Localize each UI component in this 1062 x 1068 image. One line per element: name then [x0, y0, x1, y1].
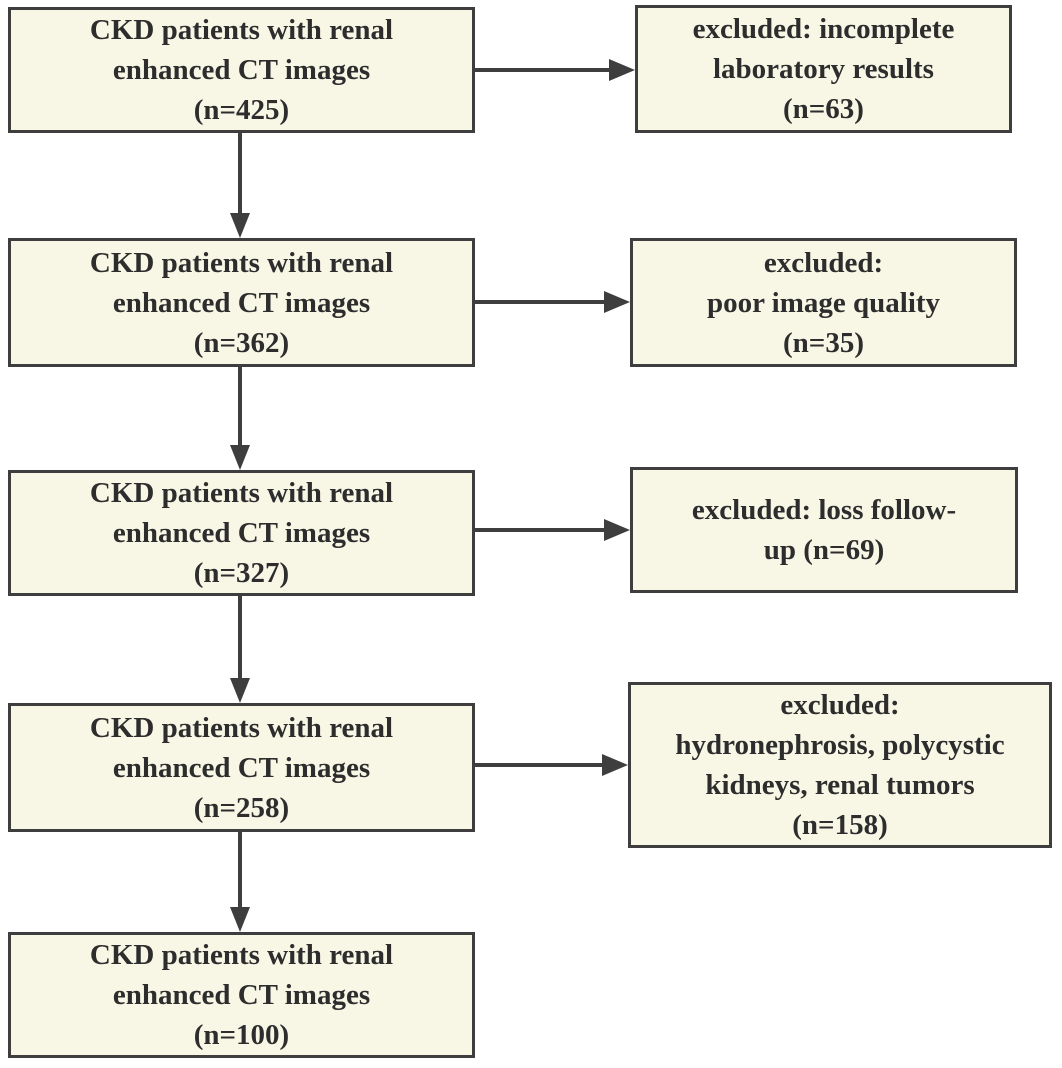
right-arrow-icon [475, 68, 609, 72]
exclusion-1-label: excluded: incomplete laboratory results … [692, 13, 955, 125]
down-arrow-icon [238, 832, 242, 907]
exclusion-3-box: excluded: loss follow- up (n=69) [630, 467, 1018, 593]
flow-step-1-label: CKD patients with renal enhanced CT imag… [89, 14, 394, 126]
flow-step-4-box: CKD patients with renal enhanced CT imag… [8, 703, 475, 832]
flow-step-3-box: CKD patients with renal enhanced CT imag… [8, 470, 475, 596]
down-arrow-icon [238, 367, 242, 445]
exclusion-1-box: excluded: incomplete laboratory results … [635, 5, 1012, 133]
right-arrow-icon [475, 763, 602, 767]
exclusion-4-box: excluded: hydronephrosis, polycystic kid… [628, 682, 1052, 848]
exclusion-2-label: excluded: poor image quality (n=35) [706, 246, 941, 359]
flow-step-1-box: CKD patients with renal enhanced CT imag… [8, 7, 475, 133]
down-arrow-icon [238, 596, 242, 678]
exclusion-2-box: excluded: poor image quality (n=35) [630, 238, 1017, 367]
flow-step-2-box: CKD patients with renal enhanced CT imag… [8, 238, 475, 367]
down-arrow-icon [238, 133, 242, 213]
exclusion-4-label: excluded: hydronephrosis, polycystic kid… [675, 689, 1005, 841]
exclusion-3-label: excluded: loss follow- up (n=69) [691, 494, 957, 566]
flow-step-5-box: CKD patients with renal enhanced CT imag… [8, 932, 475, 1058]
flow-step-2-label: CKD patients with renal enhanced CT imag… [89, 246, 394, 359]
flow-step-3-label: CKD patients with renal enhanced CT imag… [89, 477, 394, 589]
right-arrow-icon [475, 300, 604, 304]
flow-step-5-label: CKD patients with renal enhanced CT imag… [89, 939, 394, 1051]
flow-step-4-label: CKD patients with renal enhanced CT imag… [89, 711, 394, 824]
right-arrow-icon [475, 528, 604, 532]
